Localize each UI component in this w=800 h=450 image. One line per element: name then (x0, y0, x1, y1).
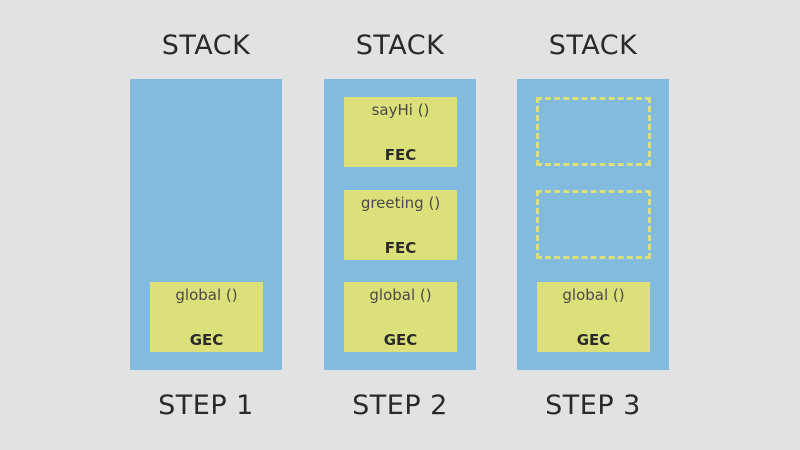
step-label: STEP 3 (545, 390, 641, 421)
frame-context-type: FEC (384, 146, 417, 164)
stack-column-step-2: STACK sayHi () FEC greeting () FEC globa… (324, 0, 476, 450)
popped-frame-placeholder (536, 97, 651, 166)
execution-context-frame: greeting () FEC (344, 190, 457, 260)
step-label: STEP 1 (158, 390, 254, 421)
frame-context-type: GEC (189, 331, 224, 349)
execution-context-frame: global () GEC (537, 282, 650, 352)
frame-function-label: sayHi () (371, 101, 430, 119)
stack-column-step-1: STACK global () GEC STEP 1 (130, 0, 282, 450)
frame-context-type: GEC (576, 331, 611, 349)
frame-function-label: greeting () (360, 194, 441, 212)
call-stack: global () GEC (517, 79, 669, 370)
execution-context-frame: sayHi () FEC (344, 97, 457, 167)
frame-function-label: global () (175, 286, 238, 304)
frame-function-label: global () (562, 286, 625, 304)
frame-context-type: FEC (384, 239, 417, 257)
stack-title: STACK (161, 30, 251, 61)
execution-context-frame: global () GEC (344, 282, 457, 352)
frame-function-label: global () (369, 286, 432, 304)
frame-context-type: GEC (383, 331, 418, 349)
stack-title: STACK (548, 30, 638, 61)
stack-column-step-3: STACK global () GEC STEP 3 (517, 0, 669, 450)
call-stack: sayHi () FEC greeting () FEC global () G… (324, 79, 476, 370)
execution-context-frame: global () GEC (150, 282, 263, 352)
stack-title: STACK (355, 30, 445, 61)
step-label: STEP 2 (352, 390, 448, 421)
popped-frame-placeholder (536, 190, 651, 259)
call-stack: global () GEC (130, 79, 282, 370)
